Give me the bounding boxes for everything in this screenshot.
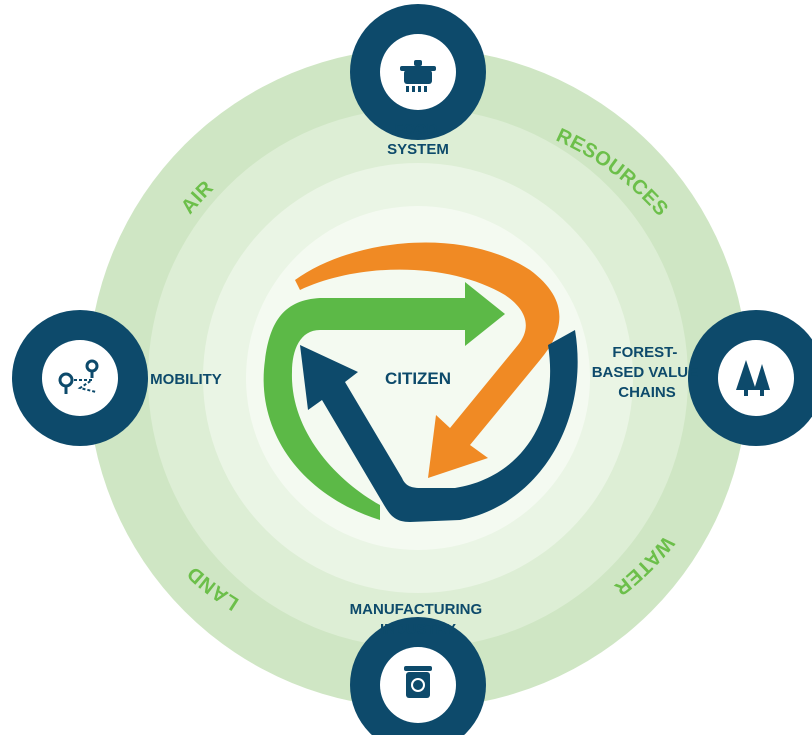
mobility-node xyxy=(12,310,148,446)
trees-icon xyxy=(736,360,770,396)
route-pins-icon xyxy=(58,359,99,394)
food-system-label: FOOD SYSTEM xyxy=(387,121,449,158)
cooking-pot-icon xyxy=(400,60,436,92)
forest-node xyxy=(688,310,812,446)
manufacturing-label: MANUFACTURING INDUSTRY xyxy=(350,601,487,638)
orange-arrow xyxy=(295,242,560,478)
citizen-label: CITIZEN xyxy=(385,369,451,388)
food-system-node xyxy=(350,4,486,140)
cycle-arrows xyxy=(263,242,578,522)
manufacturing-node xyxy=(350,617,486,735)
green-arrow xyxy=(263,282,505,520)
mobility-label: MOBILITY xyxy=(150,371,222,388)
recycle-bin-icon xyxy=(404,666,432,698)
forest-label: FOREST- BASED VALUE CHAINS xyxy=(592,344,703,401)
navy-arrow xyxy=(300,330,578,522)
